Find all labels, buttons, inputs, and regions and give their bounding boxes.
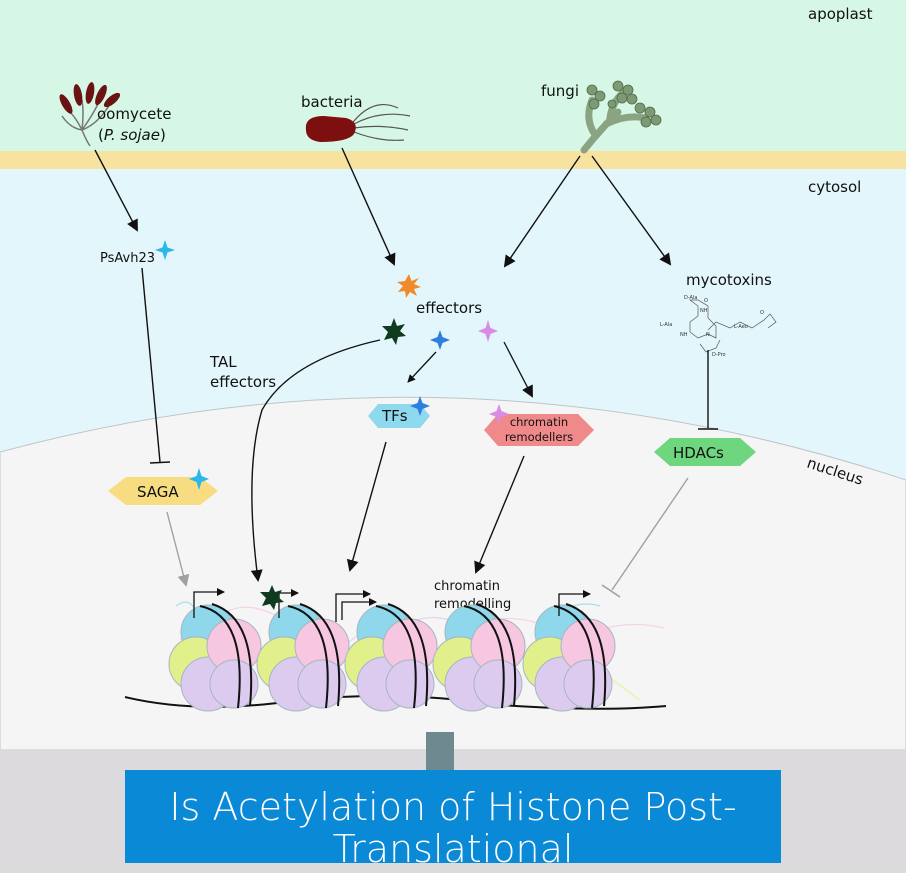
title-banner: Is Acetylation of Histone Post-Translati…: [125, 770, 781, 863]
nucleosome-icon: [256, 603, 350, 712]
effector-star-icon: [382, 318, 406, 345]
cytosol-label: cytosol: [808, 178, 861, 196]
svg-text:L-Aeo: L-Aeo: [734, 324, 748, 330]
oomycete-label: oomycete: [97, 105, 171, 123]
fungi-icon: [580, 80, 662, 154]
inhibit-hdacs-chromatin: [611, 477, 689, 591]
effectors-label: effectors: [416, 299, 482, 317]
effector-star-icon: [397, 274, 421, 298]
effector-star-icon: [260, 585, 284, 610]
inhibit-psavh23-saga: [141, 267, 161, 463]
bacteria-icon: [305, 104, 411, 142]
nucleosome-icon: [522, 603, 616, 712]
mycotoxin-structure-icon: D-Ala L-Ala L-Aeo D-Pro NH NH O N O: [660, 295, 777, 358]
svg-text:L-Ala: L-Ala: [660, 322, 672, 328]
tss-arrow-icon: [341, 598, 377, 620]
saga-hexagon: [108, 477, 218, 505]
chromatin-remodelling-line2: remodelling: [434, 597, 511, 612]
hdacs-hexagon: [654, 438, 756, 466]
arrow-effector-to-remodellers: [503, 341, 533, 398]
svg-text:O: O: [704, 298, 708, 304]
effector-star-icon: [489, 404, 509, 424]
apoplast-region: [0, 0, 906, 155]
svg-text:NH: NH: [700, 308, 708, 314]
arrow-tfs-to-chromatin: [346, 441, 387, 572]
tss-arrow-icon: [558, 590, 591, 616]
bacteria-label: bacteria: [301, 93, 363, 111]
arrow-tal-to-chromatin: [250, 339, 381, 582]
fungi-label: fungi: [541, 82, 579, 100]
banner-connector: [426, 732, 454, 772]
arrow-oomycete-to-psavh23: [94, 149, 138, 232]
oomycete-icon: [59, 82, 121, 147]
svg-text:N: N: [706, 332, 710, 338]
nucleosome-icon: [344, 603, 438, 712]
psavh23-label: PsAvh23: [100, 251, 155, 266]
nucleosome-icon: [432, 603, 526, 712]
tal-label-line2: effectors: [210, 373, 276, 391]
arrow-effector-to-tfs: [407, 351, 437, 383]
arrow-fungi-to-mycotoxins: [591, 155, 672, 266]
inhibit-bar-chromatin: [601, 584, 621, 598]
tss-arrow-icon: [193, 588, 225, 618]
mycotoxins-label: mycotoxins: [686, 271, 772, 289]
saga-label: SAGA: [137, 483, 179, 501]
apoplast-label: apoplast: [808, 5, 873, 23]
remodellers-label-line1: chromatin: [510, 415, 568, 429]
inhibit-bar-saga: [149, 461, 171, 464]
svg-text:O: O: [760, 310, 764, 316]
arrow-saga-to-chromatin: [166, 511, 190, 587]
effector-star-icon: [478, 320, 498, 342]
tal-label-line1: TAL: [209, 353, 237, 371]
plasma-membrane: [0, 151, 906, 169]
effector-star-icon: [155, 240, 175, 260]
hdacs-label: HDACs: [673, 444, 724, 462]
arrow-remodellers-to-chromatin: [474, 455, 525, 574]
tss-arrow-icon: [335, 590, 371, 622]
tfs-label: TFs: [381, 407, 408, 425]
effector-star-icon: [189, 468, 209, 490]
nucleosome-icon: [168, 603, 262, 712]
banner-title: Is Acetylation of Histone Post-Translati…: [169, 785, 737, 863]
effector-star-icon: [430, 330, 450, 350]
svg-text:NH: NH: [680, 332, 688, 338]
arrow-fungi-to-effectors: [503, 155, 581, 268]
oomycete-species-label: (P. sojae): [98, 126, 166, 144]
tfs-hexagon: [368, 404, 430, 428]
chromatin-remodelling-line1: chromatin: [434, 579, 500, 594]
remodellers-label-line2: remodellers: [505, 430, 573, 444]
arrow-bacteria-to-effectors: [341, 147, 396, 266]
effector-star-icon: [410, 396, 430, 416]
chromatin-remodellers-hexagon: [484, 414, 594, 446]
svg-text:D-Ala: D-Ala: [684, 295, 697, 301]
svg-text:D-Pro: D-Pro: [712, 352, 726, 358]
